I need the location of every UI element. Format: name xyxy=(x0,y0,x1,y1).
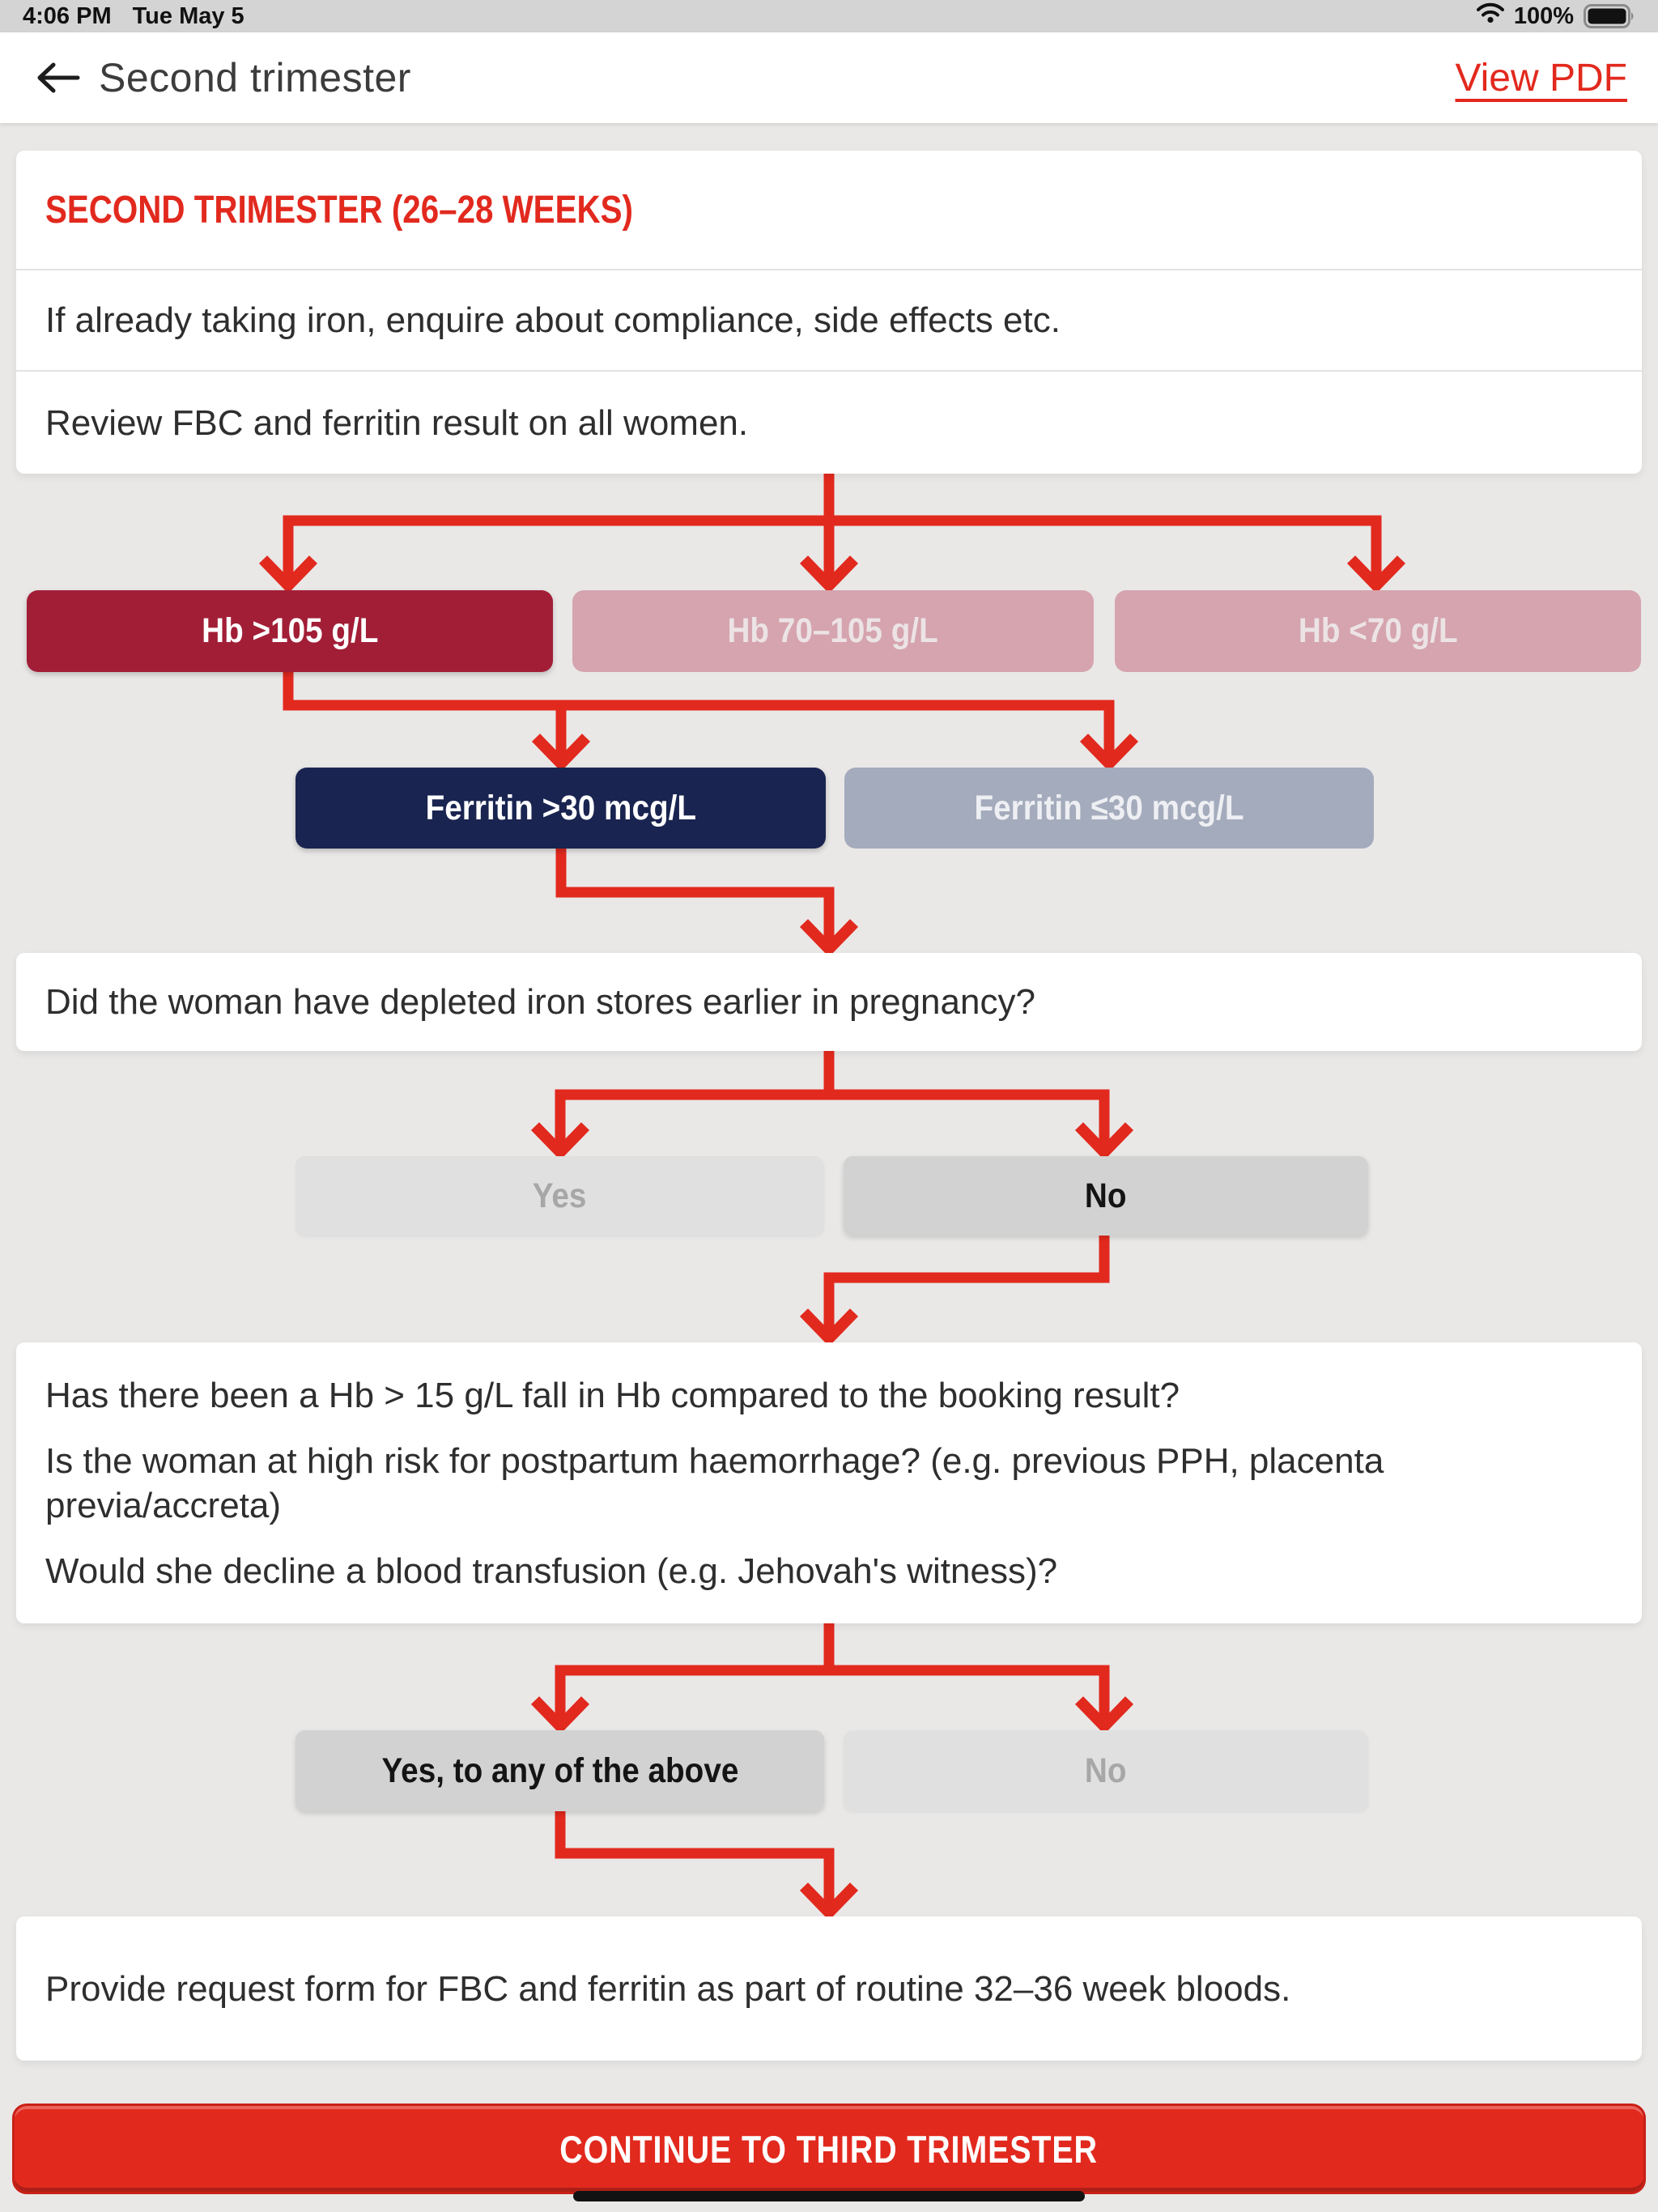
intro-row-2: Review FBC and ferritin result on all wo… xyxy=(45,402,749,443)
continue-button[interactable]: CONTINUE TO THIRD TRIMESTER xyxy=(12,2104,1646,2194)
divider xyxy=(16,269,1642,270)
option-label: Ferritin ≤30 mcg/L xyxy=(974,788,1244,827)
option-label: No xyxy=(1085,1750,1127,1790)
status-bar: 4:06 PM Tue May 5 100% xyxy=(0,0,1658,32)
question2-line-3: Would she decline a blood transfusion (e… xyxy=(45,1551,1058,1591)
option-hb-gt105[interactable]: Hb >105 g/L xyxy=(27,590,553,672)
question2-line-1: Has there been a Hb > 15 g/L fall in Hb … xyxy=(45,1375,1180,1415)
back-arrow-icon[interactable] xyxy=(32,52,84,104)
option-label: Ferritin >30 mcg/L xyxy=(425,788,696,827)
view-pdf-link[interactable]: View PDF xyxy=(1455,56,1627,100)
intro-row-1: If already taking iron, enquire about co… xyxy=(45,300,1061,340)
status-right: 100% xyxy=(1476,2,1635,30)
option-label: Yes xyxy=(533,1176,587,1215)
option-label: No xyxy=(1085,1176,1127,1215)
option-q2-yes-any[interactable]: Yes, to any of the above xyxy=(295,1730,824,1811)
outcome-text: Provide request form for FBC and ferriti… xyxy=(45,1968,1291,2009)
option-q1-no[interactable]: No xyxy=(844,1156,1368,1236)
question2-card: Has there been a Hb > 15 g/L fall in Hb … xyxy=(16,1342,1642,1623)
option-label: Hb <70 g/L xyxy=(1298,611,1458,650)
flowchart: SECOND TRIMESTER (26–28 WEEKS) If alread… xyxy=(0,123,1658,2212)
option-ferritin-le30[interactable]: Ferritin ≤30 mcg/L xyxy=(844,768,1374,849)
nav-bar: Second trimester View PDF xyxy=(0,32,1658,123)
outcome-card: Provide request form for FBC and ferriti… xyxy=(16,1916,1642,2061)
battery-icon xyxy=(1584,4,1635,28)
question1-card: Did the woman have depleted iron stores … xyxy=(16,953,1642,1051)
status-date: Tue May 5 xyxy=(132,2,244,29)
option-label: Yes, to any of the above xyxy=(381,1750,738,1790)
wifi-icon xyxy=(1476,2,1504,30)
option-q2-no[interactable]: No xyxy=(844,1730,1368,1811)
page-title: Second trimester xyxy=(99,55,411,100)
divider xyxy=(16,370,1642,372)
section-heading-row: SECOND TRIMESTER (26–28 WEEKS) xyxy=(16,151,1642,269)
status-time: 4:06 PM xyxy=(23,2,112,29)
continue-button-label: CONTINUE TO THIRD TRIMESTER xyxy=(559,2127,1099,2171)
option-label: Hb >105 g/L xyxy=(201,611,379,650)
question1-text: Did the woman have depleted iron stores … xyxy=(45,982,1035,1022)
question2-line-2: Is the woman at high risk for postpartum… xyxy=(45,1440,1384,1525)
intro-card: SECOND TRIMESTER (26–28 WEEKS) If alread… xyxy=(16,151,1642,474)
section-heading: SECOND TRIMESTER (26–28 WEEKS) xyxy=(45,188,633,232)
battery-percent: 100% xyxy=(1513,2,1574,29)
home-indicator[interactable] xyxy=(573,2191,1085,2201)
option-hb-70-105[interactable]: Hb 70–105 g/L xyxy=(572,590,1094,672)
option-q1-yes[interactable]: Yes xyxy=(295,1156,824,1236)
option-ferritin-gt30[interactable]: Ferritin >30 mcg/L xyxy=(295,768,826,849)
status-left: 4:06 PM Tue May 5 xyxy=(23,3,244,30)
option-hb-lt70[interactable]: Hb <70 g/L xyxy=(1115,590,1641,672)
option-label: Hb 70–105 g/L xyxy=(727,611,939,650)
